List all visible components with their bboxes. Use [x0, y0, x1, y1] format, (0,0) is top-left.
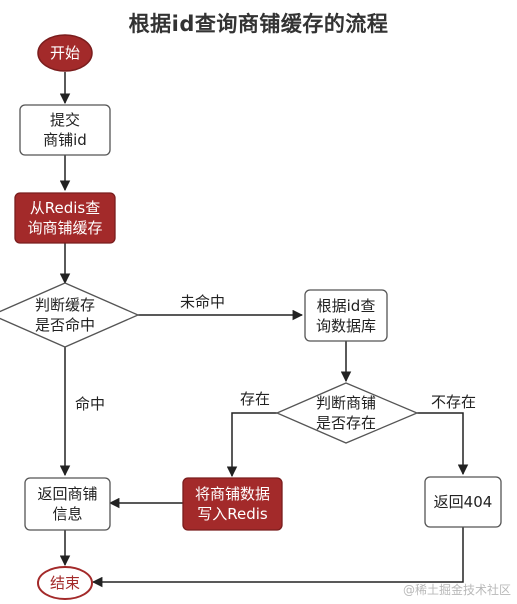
start-label: 开始 — [49, 44, 80, 62]
return-shop-box — [24, 477, 111, 531]
submit-box — [19, 104, 111, 156]
check-shop-label: 判断商铺 是否存在 — [315, 394, 376, 432]
check-cache-label: 判断缓存 是否命中 — [34, 296, 95, 334]
diagram-title: 根据id查询商铺缓存的流程 — [128, 12, 389, 36]
query-db-label: 根据id查 询数据库 — [315, 296, 376, 335]
submit-label: 提交 商铺id — [43, 111, 87, 149]
return-404-label: 返回404 — [433, 493, 493, 511]
end-label: 结束 — [49, 574, 80, 592]
write-redis-label: 将商铺数据 写入Redis — [194, 485, 270, 523]
edge-check-not-exists — [417, 412, 469, 476]
hit-edge-label: 命中 — [75, 395, 106, 413]
start-terminal — [37, 34, 93, 72]
query-db-box — [304, 289, 388, 342]
query-redis-box — [14, 192, 116, 244]
return-shop-label: 返回商铺 信息 — [37, 485, 98, 523]
check-shop-diamond — [275, 382, 419, 444]
check-cache-diamond — [0, 282, 140, 348]
watermark: @稀土掘金技术社区 — [402, 583, 511, 597]
exists-edge-label: 存在 — [240, 390, 271, 408]
edge-404-end — [91, 527, 464, 588]
miss-edge-label: 未命中 — [180, 293, 226, 311]
query-redis-label: 从Redis查 询商铺缓存 — [27, 199, 103, 237]
end-terminal — [37, 566, 93, 600]
write-redis-box — [182, 477, 283, 531]
not-exists-edge-label: 不存在 — [431, 393, 477, 411]
return-404-box — [424, 476, 502, 528]
edge-check-exists — [226, 412, 277, 478]
